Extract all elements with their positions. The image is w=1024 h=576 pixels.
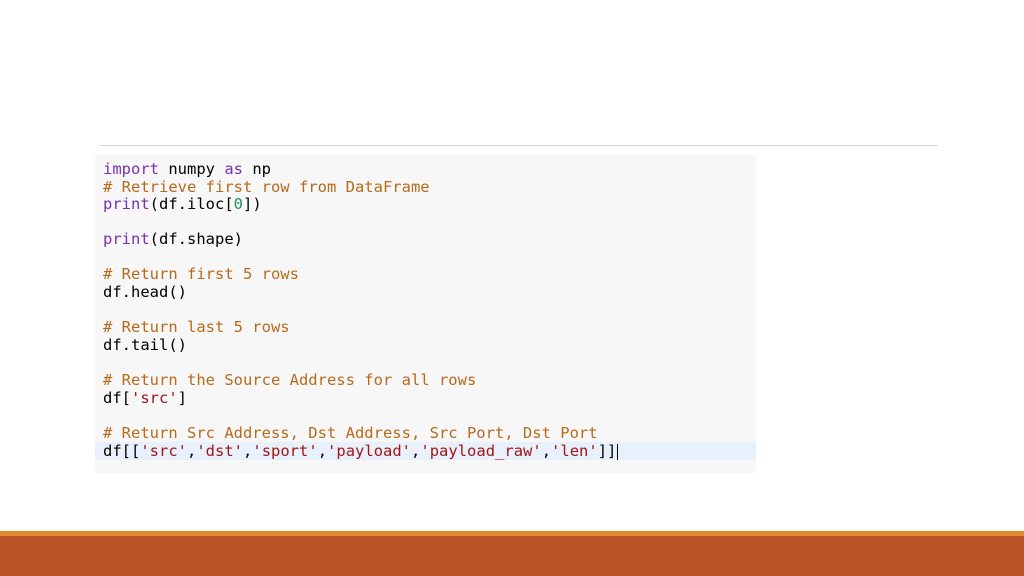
code-text: df.tail() — [103, 336, 187, 354]
code-line-1: import numpy as np — [103, 160, 271, 178]
code-comment: # Return last 5 rows — [103, 318, 290, 336]
text-cursor — [617, 443, 619, 460]
code-text: df.head() — [103, 283, 187, 301]
code-text: , — [187, 442, 197, 460]
code-string: 'payload_raw' — [420, 442, 542, 460]
keyword-as: as — [224, 160, 243, 178]
title-divider — [100, 145, 938, 146]
code-text: , — [317, 442, 328, 460]
code-text: numpy — [159, 160, 225, 178]
keyword-print: print — [103, 230, 150, 248]
keyword-import: import — [103, 160, 159, 178]
code-line-12-active[interactable]: df[['src','dst','sport','payload','paylo… — [95, 442, 756, 460]
code-comment: # Retrieve first row from DataFrame — [103, 178, 430, 196]
code-line-8: df.tail() — [103, 336, 187, 354]
code-string: 'len' — [551, 442, 598, 460]
code-string: 'payload' — [327, 442, 412, 460]
code-cell[interactable]: import numpy as np # Retrieve first row … — [95, 155, 756, 473]
code-text: df[[ — [103, 442, 141, 460]
code-string: 'src' — [140, 442, 187, 460]
code-text: , — [411, 442, 421, 460]
code-text: np — [243, 160, 271, 178]
code-text: , — [243, 442, 253, 460]
code-text: df[ — [103, 389, 131, 407]
code-line-9: # Return the Source Address for all rows — [103, 371, 476, 389]
code-comment: # Return first 5 rows — [103, 265, 299, 283]
code-text: , — [541, 442, 552, 460]
code-line-6: df.head() — [103, 283, 187, 301]
code-line-4: print(df.shape) — [103, 230, 243, 248]
code-line-10: df['src'] — [103, 389, 187, 407]
code-text: ]) — [243, 195, 262, 213]
code-line-2: # Retrieve first row from DataFrame — [103, 178, 430, 196]
code-line-7: # Return last 5 rows — [103, 318, 290, 336]
code-text: ] — [177, 389, 188, 407]
footer-band — [0, 536, 1024, 576]
footer-accent-band — [0, 531, 1024, 536]
code-text: ]] — [597, 442, 617, 460]
code-text: (df.iloc[ — [149, 195, 234, 213]
code-number: 0 — [233, 195, 244, 213]
keyword-print: print — [103, 195, 150, 213]
code-string: 'sport' — [252, 442, 318, 460]
code-line-11: # Return Src Address, Dst Address, Src P… — [103, 424, 598, 442]
code-string: 'src' — [131, 389, 178, 407]
code-comment: # Return Src Address, Dst Address, Src P… — [103, 424, 598, 442]
code-string: 'dst' — [196, 442, 244, 460]
code-comment: # Return the Source Address for all rows — [103, 371, 477, 389]
code-line-5: # Return first 5 rows — [103, 265, 299, 283]
code-line-3: print(df.iloc[0]) — [103, 195, 262, 213]
code-text: (df.shape) — [149, 230, 243, 248]
